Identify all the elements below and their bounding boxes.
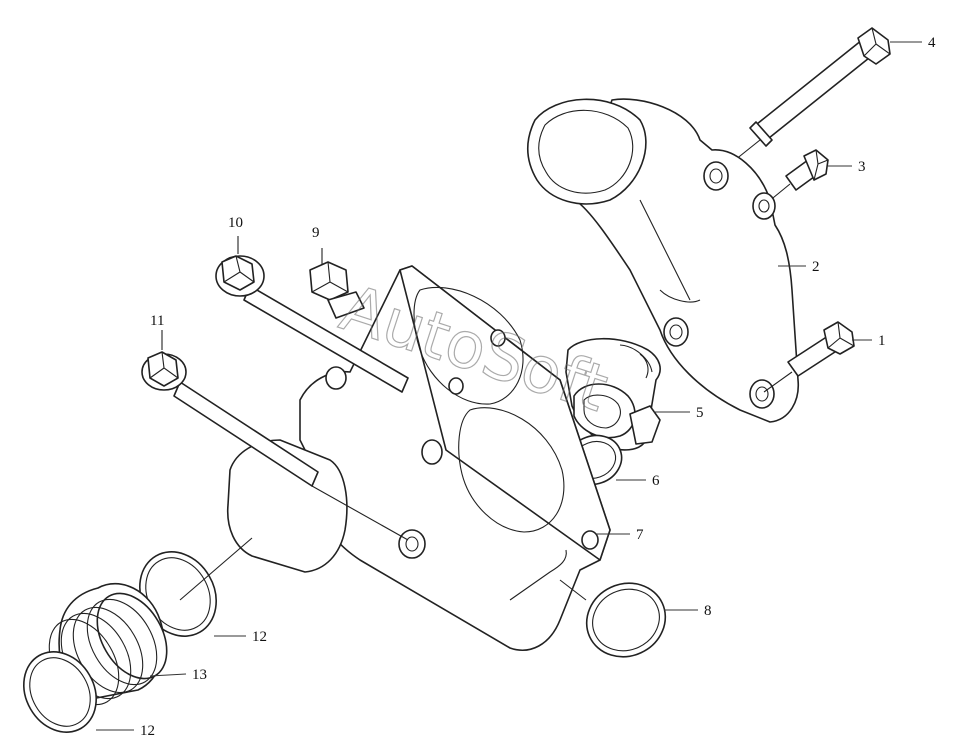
callout-3: 3 (858, 159, 866, 175)
callout-12-upper: 12 (252, 629, 267, 645)
part-2-outlet-housing (526, 98, 799, 423)
part-9-plug (309, 248, 365, 319)
callout-6: 6 (652, 473, 660, 489)
callout-1: 1 (878, 333, 886, 349)
callout-2: 2 (812, 259, 820, 275)
part-4-long-bolt (724, 27, 891, 169)
part-1-bolt (763, 321, 855, 393)
callout-9: 9 (312, 225, 320, 241)
part-8-o-ring (559, 579, 667, 658)
callout-leaders (96, 41, 922, 731)
callout-10: 10 (228, 215, 243, 231)
callout-8: 8 (704, 603, 712, 619)
part-12-seal-ring-lower (23, 651, 97, 733)
part-11-long-bolt (141, 330, 409, 541)
callout-5: 5 (696, 405, 704, 421)
callout-11: 11 (150, 313, 164, 329)
callout-4: 4 (928, 35, 936, 51)
part-5-thermostat (565, 337, 661, 451)
callout-12-lower: 12 (140, 723, 155, 739)
part-3-stud (767, 149, 829, 203)
part-10-bolt (215, 236, 409, 393)
callout-7: 7 (636, 527, 644, 543)
callout-labels: 1 2 3 4 5 6 7 8 9 10 11 12 12 13 (140, 35, 936, 739)
callout-13: 13 (192, 667, 207, 683)
leader-13 (149, 673, 187, 677)
